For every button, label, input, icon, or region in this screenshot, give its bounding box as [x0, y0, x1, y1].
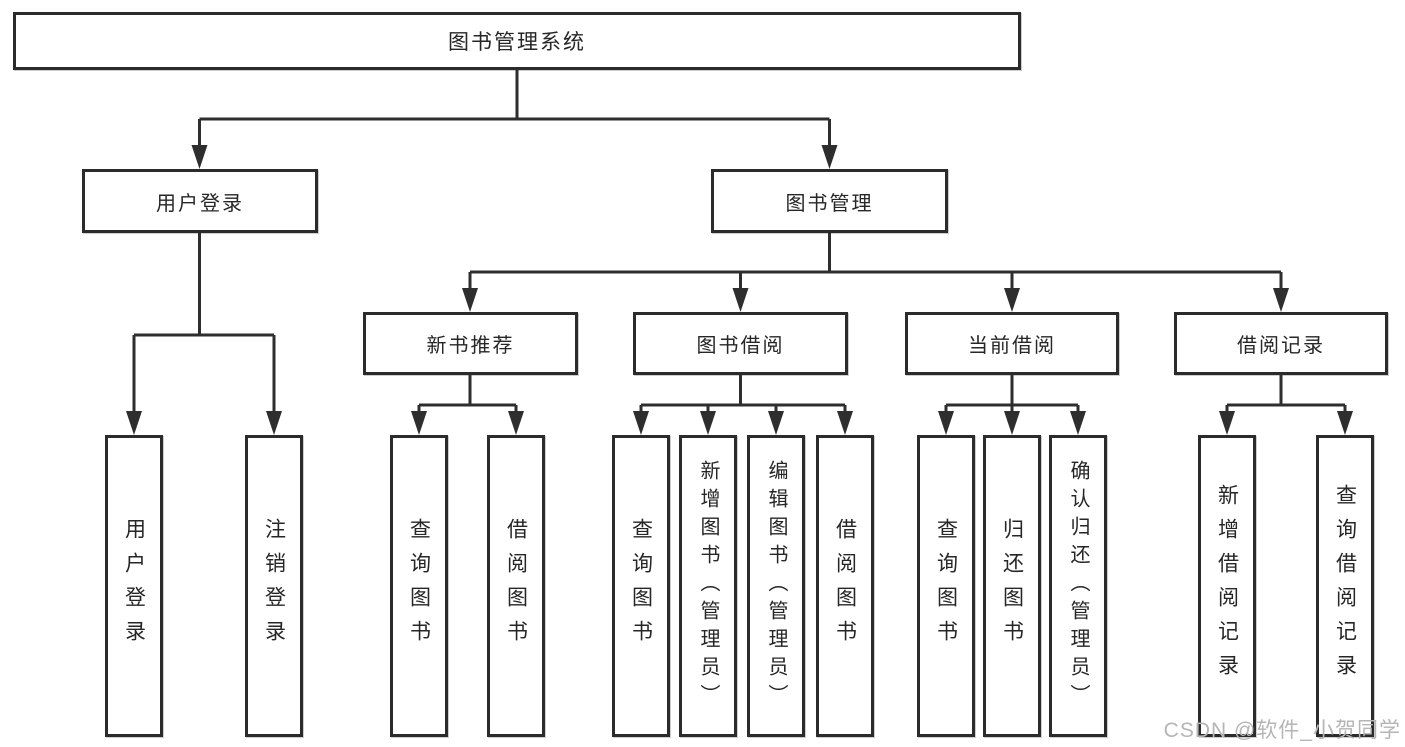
node-current-borrowing: 当前借阅 [905, 312, 1119, 375]
leaf-confirm-return-admin: 确认归还（管理员） [1049, 435, 1107, 737]
leaf-user-login: 用户登录 [105, 435, 163, 737]
node-user-login: 用户登录 [82, 169, 318, 233]
node-label: 图书管理系统 [448, 31, 586, 54]
node-label: 注销登录 [262, 518, 286, 654]
node-label: 确认归还（管理员） [1067, 460, 1089, 712]
node-label: 编辑图书（管理员） [765, 460, 787, 712]
leaf-borrow-books-recommendation: 借阅图书 [487, 435, 545, 737]
node-borrowing-records: 借阅记录 [1174, 312, 1388, 375]
leaf-query-borrow-record: 查询借阅记录 [1316, 435, 1374, 737]
node-label: 新书推荐 [426, 335, 515, 357]
node-book-borrowing: 图书借阅 [633, 312, 848, 375]
csdn-watermark: CSDN @软件_小贺同学 [1163, 719, 1401, 742]
node-label: 归还图书 [1000, 518, 1024, 654]
node-label: 借阅记录 [1237, 335, 1325, 357]
node-library-management-system: 图书管理系统 [13, 12, 1021, 70]
node-label: 查询图书 [407, 518, 431, 654]
leaf-query-books-borrowing: 查询图书 [612, 435, 670, 737]
node-label: 图书借阅 [696, 335, 785, 357]
node-label: 查询图书 [934, 518, 958, 654]
node-label: 用户登录 [156, 192, 244, 215]
node-new-book-recommendation: 新书推荐 [363, 312, 578, 375]
leaf-logout: 注销登录 [245, 435, 303, 737]
node-label: 当前借阅 [968, 335, 1056, 357]
node-label: 新增图书（管理员） [697, 460, 719, 712]
node-label: 借阅图书 [833, 518, 857, 654]
leaf-return-books: 归还图书 [983, 435, 1041, 737]
leaf-add-books-admin: 新增图书（管理员） [679, 435, 737, 737]
node-label: 图书管理 [785, 192, 874, 215]
node-book-management: 图书管理 [711, 169, 948, 233]
leaf-edit-books-admin: 编辑图书（管理员） [747, 435, 805, 737]
node-label: 用户登录 [122, 518, 146, 654]
leaf-add-borrow-record: 新增借阅记录 [1198, 435, 1256, 737]
node-label: 借阅图书 [504, 518, 528, 654]
leaf-borrow-books-borrowing: 借阅图书 [816, 435, 874, 737]
node-label: 新增借阅记录 [1215, 484, 1239, 688]
node-label: 查询借阅记录 [1333, 484, 1357, 688]
leaf-query-books-recommendation: 查询图书 [390, 435, 448, 737]
leaf-query-books-current: 查询图书 [917, 435, 975, 737]
node-label: 查询图书 [629, 518, 653, 654]
